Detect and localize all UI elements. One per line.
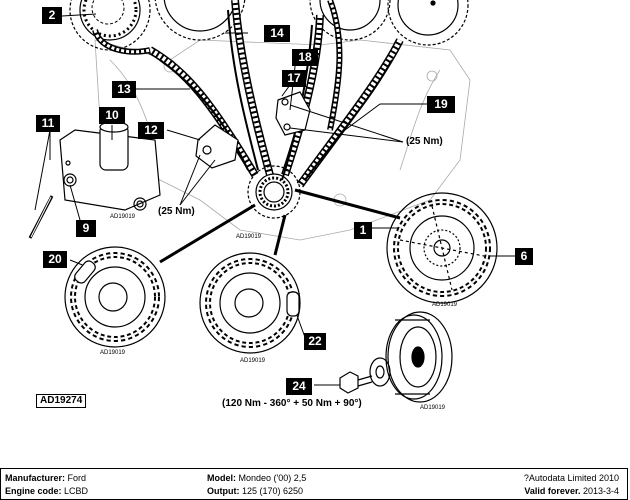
- callout-18: 18: [292, 49, 318, 66]
- torque-spec-tensioner-left: (25 Nm): [158, 206, 195, 217]
- callout-19: 19: [427, 96, 455, 113]
- callout-17: 17: [282, 70, 306, 87]
- chain-tensioner: [59, 121, 161, 211]
- ad-label-detail-left: AD19019: [100, 350, 126, 356]
- timing-mark-circle: [91, 0, 125, 25]
- callout-10: 10: [99, 107, 125, 124]
- manufacturer-label: Manufacturer:: [5, 473, 66, 483]
- ad-label-cam-detail: AD19019: [432, 302, 458, 308]
- exhaust-camshaft-sprocket-left: [69, 0, 151, 51]
- callout-22: 22: [304, 333, 326, 350]
- ad-label-detail-center: AD19019: [240, 358, 266, 364]
- callout-9: 9: [76, 220, 96, 237]
- intake-camshaft-sprocket-center: [154, 0, 246, 41]
- washer: [369, 357, 391, 387]
- output-label: Output:: [207, 486, 240, 496]
- manufacturer-value: Ford: [67, 473, 87, 483]
- model-label: Model:: [207, 473, 236, 483]
- detail-view-crank-left: [64, 246, 166, 348]
- valid-date: 2013-3-4: [582, 486, 619, 496]
- callout-11: 11: [36, 115, 60, 132]
- copyright-text: ?Autodata Limited 2010: [523, 473, 619, 483]
- callout-24: 24: [286, 378, 312, 395]
- timing-chain-left: [92, 28, 259, 178]
- chain-tensioner-12: [195, 124, 239, 169]
- valid-label: Valid forever.: [524, 486, 581, 496]
- timing-chain-diagram: [28, 0, 515, 403]
- callout-20: 20: [43, 251, 67, 268]
- callout-6: 6: [515, 248, 533, 265]
- engine-code-value: LCBD: [64, 486, 89, 496]
- engine-code-label: Engine code:: [5, 486, 62, 496]
- callout-13: 13: [112, 81, 136, 98]
- engine-block-outline: [94, 39, 471, 241]
- info-footer: Manufacturer: Ford Engine code: LCBD Mod…: [0, 468, 628, 500]
- crankshaft-pulley-bolt: [339, 371, 373, 394]
- detail-view-crank-center: [199, 252, 301, 354]
- camshaft-sprocket-right-2: [387, 0, 469, 46]
- output-value: 125 (170) 6250: [242, 486, 304, 496]
- callout-1: 1: [354, 222, 372, 239]
- callout-14: 14: [264, 25, 290, 42]
- timing-chain-right: [296, 0, 404, 188]
- ad-label-tensioner: AD19019: [110, 214, 136, 220]
- ad-label-crank: AD19019: [236, 234, 262, 240]
- detail-view-cam: [386, 192, 498, 304]
- zoom-lines: [159, 188, 401, 264]
- ad-label-pulley: AD19019: [420, 405, 446, 411]
- callout-12: 12: [138, 122, 164, 139]
- timing-chain-center: [231, 0, 324, 177]
- torque-spec-tensioner-right: (25 Nm): [406, 136, 443, 147]
- model-value: Mondeo ('00) 2,5: [238, 473, 307, 483]
- torque-spec-crank-bolt: (120 Nm - 360° + 50 Nm + 90°): [222, 398, 362, 409]
- crankshaft-sprocket: [247, 165, 301, 219]
- figure-reference: AD19274: [36, 394, 87, 408]
- camshaft-sprocket-right-1: [309, 0, 391, 41]
- callout-2: 2: [42, 7, 62, 24]
- crankshaft-pulley: [385, 311, 453, 403]
